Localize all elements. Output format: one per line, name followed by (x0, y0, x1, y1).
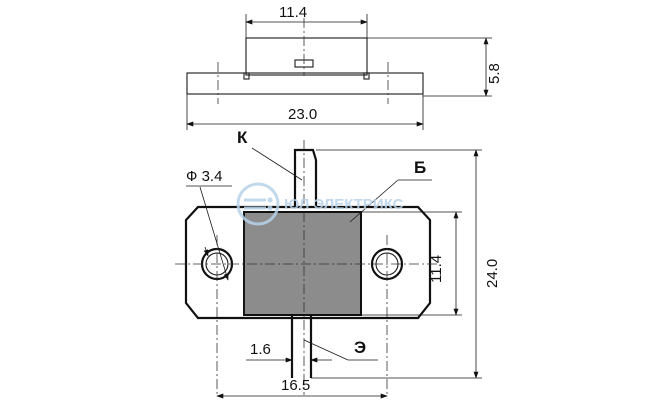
dim-hole-diameter: Ф 3.4 (186, 168, 222, 185)
side-cap (245, 37, 368, 76)
watermark: ЮЛ ЭЛЕКТРИКС (236, 182, 404, 226)
label-base: Б (414, 158, 426, 177)
transistor-die (243, 211, 362, 316)
dim-hole-spacing: 16.5 (281, 377, 310, 394)
side-pin-left (243, 72, 250, 80)
watermark-text: ЮЛ ЭЛЕКТРИКС (284, 196, 404, 213)
dim-side-height: 5.8 (486, 63, 503, 84)
side-pin-right (363, 72, 370, 80)
emitter-leader (303, 339, 349, 361)
diameter-leader (199, 186, 229, 281)
flange-outline (184, 205, 432, 320)
watermark-logo-icon (236, 182, 280, 226)
diameter-arrow (203, 246, 209, 257)
dim-top-width: 11.4 (279, 4, 307, 21)
collector-lead (293, 148, 318, 207)
side-flange (186, 72, 424, 95)
dim-base-width: 23.0 (288, 106, 317, 123)
label-emitter: Э (354, 338, 366, 357)
dim-die-height: 11.4 (428, 255, 445, 283)
dim-lead-width: 1.6 (250, 341, 271, 358)
label-collector: К (237, 128, 248, 147)
side-view: 11.4 5.8 23.0 (186, 4, 503, 130)
base-leader (349, 179, 399, 223)
dim-total-height: 24.0 (484, 259, 501, 288)
top-view: Ф 3.4 К Б Э 11.4 24.0 1.6 16.5 (175, 128, 501, 399)
emitter-lead (290, 315, 313, 378)
collector-leader (251, 147, 303, 181)
